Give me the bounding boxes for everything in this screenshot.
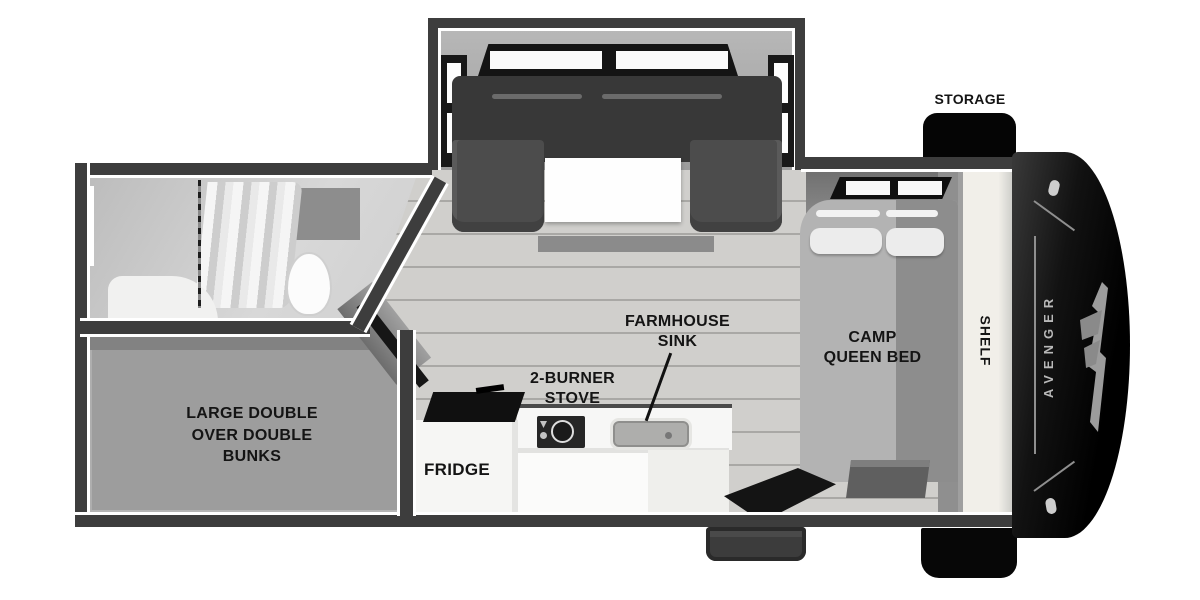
stove-label: 2-BURNER STOVE [505,369,640,408]
sofa-chaise-left [452,140,544,232]
shelf-label: SHELF [976,315,993,367]
wall-top-right [801,157,1041,169]
stove-line2: STOVE [544,389,601,407]
cap-accent-line [1033,200,1076,232]
storage-label: STORAGE [934,91,1006,107]
bunk-headboard [87,334,400,350]
camp-queen-bed-label: CAMP QUEEN BED [795,328,950,367]
thunderbird-emblem-icon [1080,282,1108,432]
rear-storage-box [921,528,1017,578]
shelf-strip: SHELF [958,164,1012,518]
entry-step-icon [706,527,806,561]
floor-mat [538,236,714,252]
door-landing [648,450,729,516]
stove-line1: 2-BURNER [529,370,616,387]
shower-curtain-rod [198,180,201,308]
wall-bath-bunk-divider [80,321,370,334]
bed-seam [816,210,880,217]
queen-bed [800,200,958,482]
stove-burner-icon [551,420,574,443]
farmhouse-sink-line2: SINK [657,332,698,350]
bathroom-window [89,186,94,266]
bunks-line1: LARGE DOUBLE [186,405,318,422]
table [545,158,681,222]
bed-line2: QUEEN BED [823,348,922,366]
sofa-back [452,76,782,162]
wall-bottom [75,515,1041,527]
skylight-pane [490,51,602,69]
bed-line1: CAMP [848,329,897,346]
sink-drain [665,432,672,439]
farmhouse-sink-line1: FARMHOUSE [625,313,730,330]
pillow [886,228,944,256]
vent-pane [898,181,942,195]
bunks-line3: BUNKS [222,448,282,466]
bunks-line2: OVER DOUBLE [191,426,313,444]
skylight-icon [478,44,738,76]
bunk-room [87,334,400,515]
sofa-seam [602,94,722,99]
stove-knob [540,421,547,428]
sofa-seam [492,94,582,99]
roof-vent-icon [830,177,952,199]
fridge-label: FRIDGE [424,460,491,479]
pillow [810,228,882,254]
bed-seam [886,210,938,217]
brand-label: AVENGER [1041,292,1057,398]
wall-left [75,163,87,527]
sink-icon [610,418,692,450]
farmhouse-sink-label: FARMHOUSE SINK [595,312,760,351]
vent-pane [846,181,890,195]
stove-knob [540,432,547,439]
skylight-pane [616,51,728,69]
cap-accent-line [1033,460,1076,492]
wall-top-left [75,163,432,175]
bed-ottoman [846,460,930,498]
cap-accent-line [1034,236,1036,454]
fridge-top [423,392,525,422]
toilet-icon [286,252,332,316]
bunks-label: LARGE DOUBLE OVER DOUBLE BUNKS [132,403,372,468]
front-cap: AVENGER [1012,152,1130,538]
fridge-cabinet [415,420,518,516]
sofa-chaise-right [690,140,782,232]
storage-compartment [923,113,1016,161]
wall-bunk-right [400,330,413,516]
